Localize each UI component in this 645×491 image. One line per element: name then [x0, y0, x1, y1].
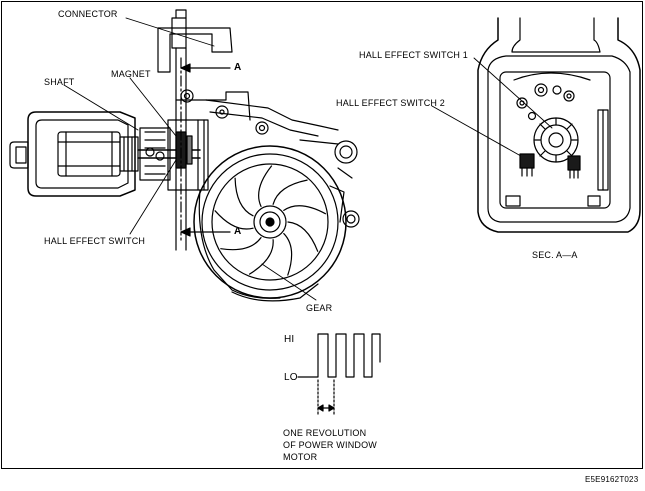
gear-vane — [283, 233, 293, 276]
connector-bracket — [157, 9, 360, 251]
motor-body — [9, 111, 209, 197]
gear-housing — [193, 145, 353, 302]
label-gear: GEAR — [306, 303, 333, 313]
section-view — [477, 17, 641, 233]
pulse-waveform — [297, 333, 381, 417]
gear-vane — [258, 165, 273, 207]
leader-lines — [63, 17, 553, 301]
label-hall-effect-switch-2: HALL EFFECT SWITCH 2 — [336, 98, 446, 108]
section-marker-bottom: A — [234, 226, 242, 237]
label-revolution-line3: MOTOR — [283, 452, 318, 462]
gear-vane — [283, 205, 326, 215]
gear-vane — [214, 210, 254, 230]
gear-vane — [220, 237, 262, 251]
label-connector: CONNECTOR — [58, 9, 118, 19]
label-magnet: MAGNET — [111, 69, 151, 79]
label-signal-hi: HI — [284, 334, 295, 345]
gear-vane — [234, 177, 254, 217]
label-revolution-line1: ONE REVOLUTION — [283, 428, 367, 438]
gear-vane — [287, 221, 319, 252]
label-section-title: SEC. A—A — [532, 250, 578, 260]
label-signal-lo: LO — [284, 372, 298, 383]
diagram-border — [1, 1, 643, 469]
gear-vane — [272, 179, 308, 205]
section-line-a — [180, 57, 231, 241]
gear-vanes — [214, 165, 326, 276]
document-code: E5E9162T023 — [585, 475, 639, 484]
label-hall-effect-switch: HALL EFFECT SWITCH — [44, 236, 146, 246]
section-marker-top: A — [234, 62, 242, 73]
label-revolution-line2: OF POWER WINDOW — [283, 440, 377, 450]
label-hall-effect-switch-1: HALL EFFECT SWITCH 1 — [359, 50, 469, 60]
gear-vane — [248, 239, 274, 275]
label-shaft: SHAFT — [44, 77, 75, 87]
